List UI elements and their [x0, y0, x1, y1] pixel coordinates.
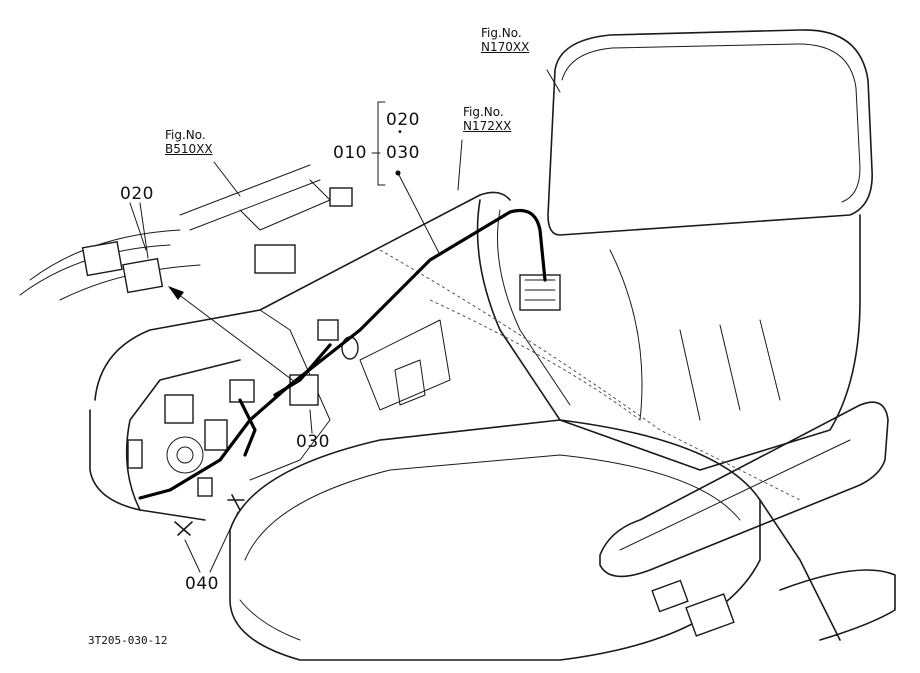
fig-ref-b510: Fig.No. B510XX: [165, 128, 213, 156]
figure-caption: 3T205-030-12: [88, 634, 168, 647]
fig-ref-label: Fig.No.: [481, 26, 522, 40]
callout-040: 040: [185, 574, 219, 594]
leader-lines: [129, 69, 561, 573]
callout-010: 010: [333, 143, 367, 163]
fig-ref-n170: Fig.No. N170XX: [481, 26, 529, 54]
callout-030-lower: 030: [296, 432, 330, 452]
callout-020-left: 020: [120, 184, 154, 204]
fig-ref-code: N170XX: [481, 40, 530, 54]
console-frame: [19, 164, 801, 521]
wire-harness: [138, 208, 547, 500]
fig-ref-label: Fig.No.: [463, 105, 504, 119]
fig-ref-code: B510XX: [165, 142, 213, 156]
armrest: [599, 401, 896, 641]
fig-ref-label: Fig.No.: [165, 128, 206, 142]
callout-030-upper: 030: [386, 143, 420, 163]
fig-ref-code: N172XX: [463, 119, 512, 133]
seat-cushion: [229, 419, 761, 661]
callout-dot: •: [397, 127, 404, 138]
screws: [174, 494, 245, 536]
callout-020-upper: 020: [386, 110, 420, 130]
fig-ref-n172: Fig.No. N172XX: [463, 105, 511, 133]
seat-backrest: [476, 29, 873, 471]
